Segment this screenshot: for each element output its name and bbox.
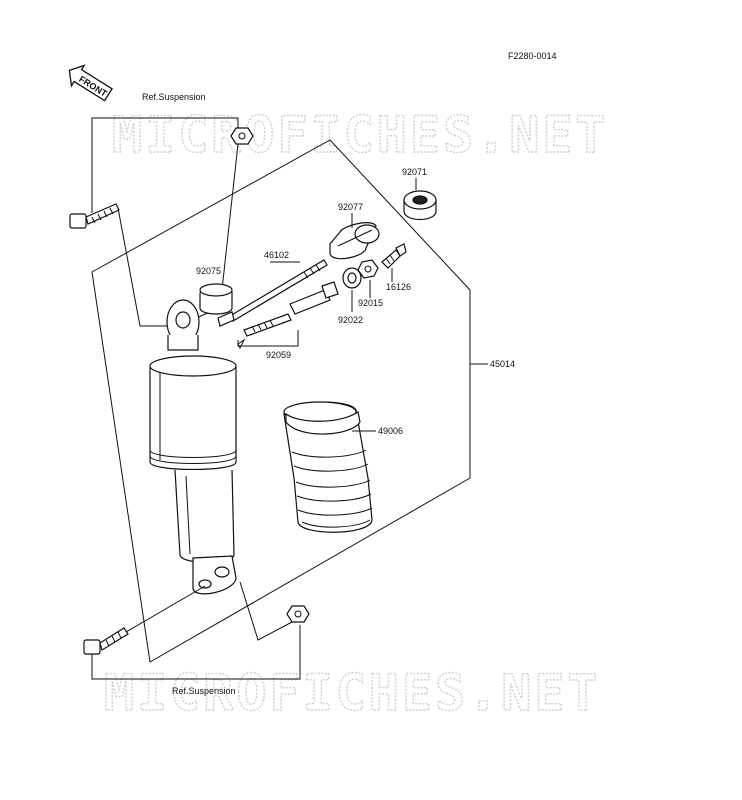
shock-absorber (149, 299, 237, 595)
ref-top-bracket (91, 117, 239, 213)
part-16126 (381, 243, 407, 269)
ref-suspension-top: Ref.Suspension (142, 92, 206, 102)
part-92075 (199, 283, 233, 315)
leader-bottom-bolt (125, 585, 206, 633)
part-92015 (357, 259, 379, 279)
top-bolt (69, 203, 120, 229)
label-92015: 92015 (358, 298, 383, 308)
leader-bottom-nut (239, 581, 293, 641)
front-arrow-icon: FRONT (68, 64, 113, 102)
bottom-bolt (83, 627, 129, 655)
label-92022: 92022 (338, 315, 363, 325)
label-16126: 16126 (386, 282, 411, 292)
part-49006 (283, 401, 373, 533)
part-46102 (217, 259, 328, 327)
label-92059: 92059 (266, 350, 291, 360)
assembly-frame (91, 139, 471, 663)
watermark-top: MICROFICHES.NET (112, 106, 609, 164)
ref-suspension-bottom: Ref.Suspension (172, 686, 236, 696)
top-nut (230, 127, 254, 145)
part-92022 (342, 267, 362, 289)
label-92071: 92071 (402, 167, 427, 177)
figure-code: F2280-0014 (508, 51, 557, 61)
leader-92059 (237, 330, 299, 347)
label-46102: 46102 (264, 250, 289, 260)
label-92075: 92075 (196, 266, 221, 276)
label-92077: 92077 (338, 202, 363, 212)
part-92059 (237, 281, 339, 350)
watermark-bottom: MICROFICHES.NET (104, 664, 601, 722)
part-92071 (403, 190, 437, 221)
leader-top-bolt (117, 207, 170, 327)
part-92077 (329, 222, 380, 260)
bottom-nut (286, 605, 310, 623)
label-45014: 45014 (490, 359, 515, 369)
ref-bottom-bracket (91, 625, 301, 680)
label-49006: 49006 (378, 426, 403, 436)
